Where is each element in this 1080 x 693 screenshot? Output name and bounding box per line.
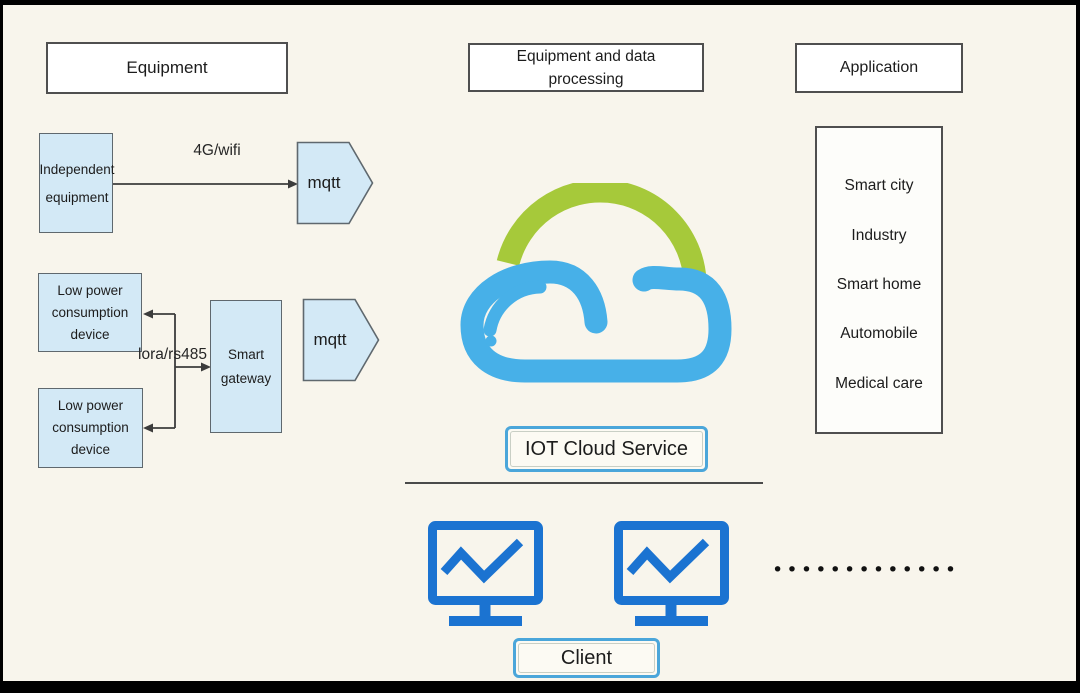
application-list-box: Smart city Industry Smart home Automobil… <box>815 126 943 434</box>
header-equipment: Equipment <box>46 42 288 94</box>
smart-gateway-box: Smart gateway <box>210 300 282 433</box>
cloud-outline <box>460 260 732 383</box>
client-box: Client <box>513 638 660 678</box>
iot-cloud-service-box: IOT Cloud Service <box>505 426 708 472</box>
iot-cloud-icon <box>447 179 747 403</box>
iot-cloud-service-label: IOT Cloud Service <box>510 431 703 467</box>
link-label-4g-wifi: 4G/wifi <box>193 142 241 159</box>
cloud-highlight-dot <box>485 335 497 347</box>
cloud-green-arc <box>496 179 707 281</box>
header-application: Application <box>795 43 963 93</box>
application-item-smart-city: Smart city <box>844 177 914 195</box>
mqtt-node-1: mqtt <box>296 141 374 225</box>
low-power-device-box-2: Low power consumption device <box>38 388 143 468</box>
cloud-highlight-arc <box>483 280 547 337</box>
application-item-industry: Industry <box>851 226 907 244</box>
link-label-lora-rs485: lora/rs485 <box>138 346 207 363</box>
pentagon-shape-icon <box>302 298 380 382</box>
monitor-chart-icon <box>614 521 729 626</box>
independent-equipment-label: Independent equipment <box>39 162 115 205</box>
pentagon-shape-icon <box>296 141 374 225</box>
header-equipment-data-processing: Equipment and data processing <box>468 43 704 92</box>
mqtt-label: mqtt <box>313 330 347 349</box>
mqtt-label: mqtt <box>307 173 341 192</box>
monitor-chart-icon <box>428 521 543 626</box>
client-label: Client <box>518 643 655 673</box>
independent-equipment-box: Independent equipment <box>39 133 115 233</box>
mqtt-node-2: mqtt <box>302 298 380 382</box>
ellipsis-dots: ••••••••••••• <box>772 559 960 581</box>
application-item-smart-home: Smart home <box>836 275 922 293</box>
application-item-medical-care: Medical care <box>835 374 923 392</box>
low-power-device-box-1: Low power consumption device <box>38 273 142 352</box>
application-item-automobile: Automobile <box>840 325 918 343</box>
